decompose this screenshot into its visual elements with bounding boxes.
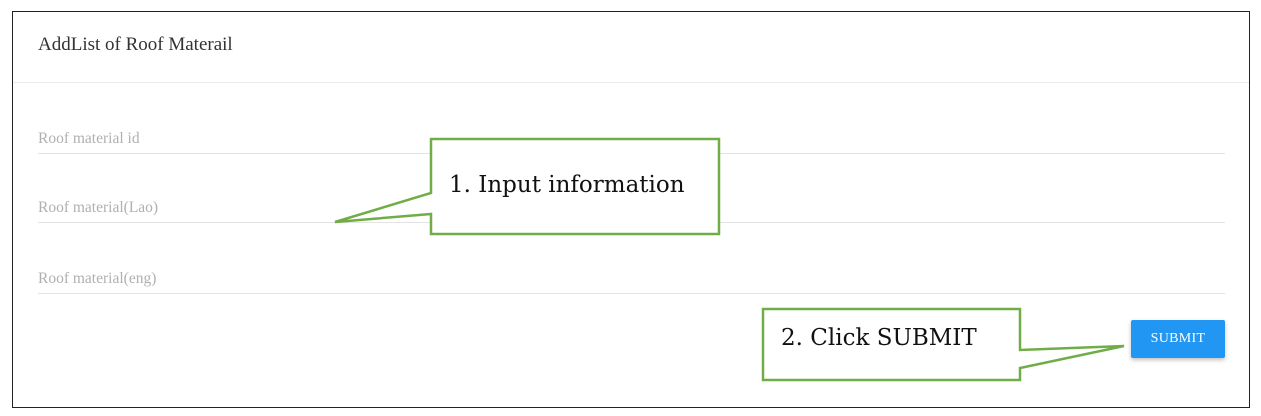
- callout-text-click-submit: 2. Click SUBMIT: [781, 325, 977, 351]
- card-header: AddList of Roof Materail: [13, 12, 1249, 83]
- roof-material-id-field[interactable]: [38, 120, 1225, 154]
- roof-material-eng-field[interactable]: [38, 260, 1225, 294]
- roof-material-eng-input[interactable]: [38, 260, 1225, 293]
- roof-material-id-input[interactable]: [38, 120, 1225, 153]
- page-title: AddList of Roof Materail: [38, 34, 233, 55]
- form-card: AddList of Roof Materail SUBMIT: [12, 11, 1250, 408]
- callout-text-input-information: 1. Input information: [449, 172, 685, 198]
- submit-button[interactable]: SUBMIT: [1131, 320, 1225, 358]
